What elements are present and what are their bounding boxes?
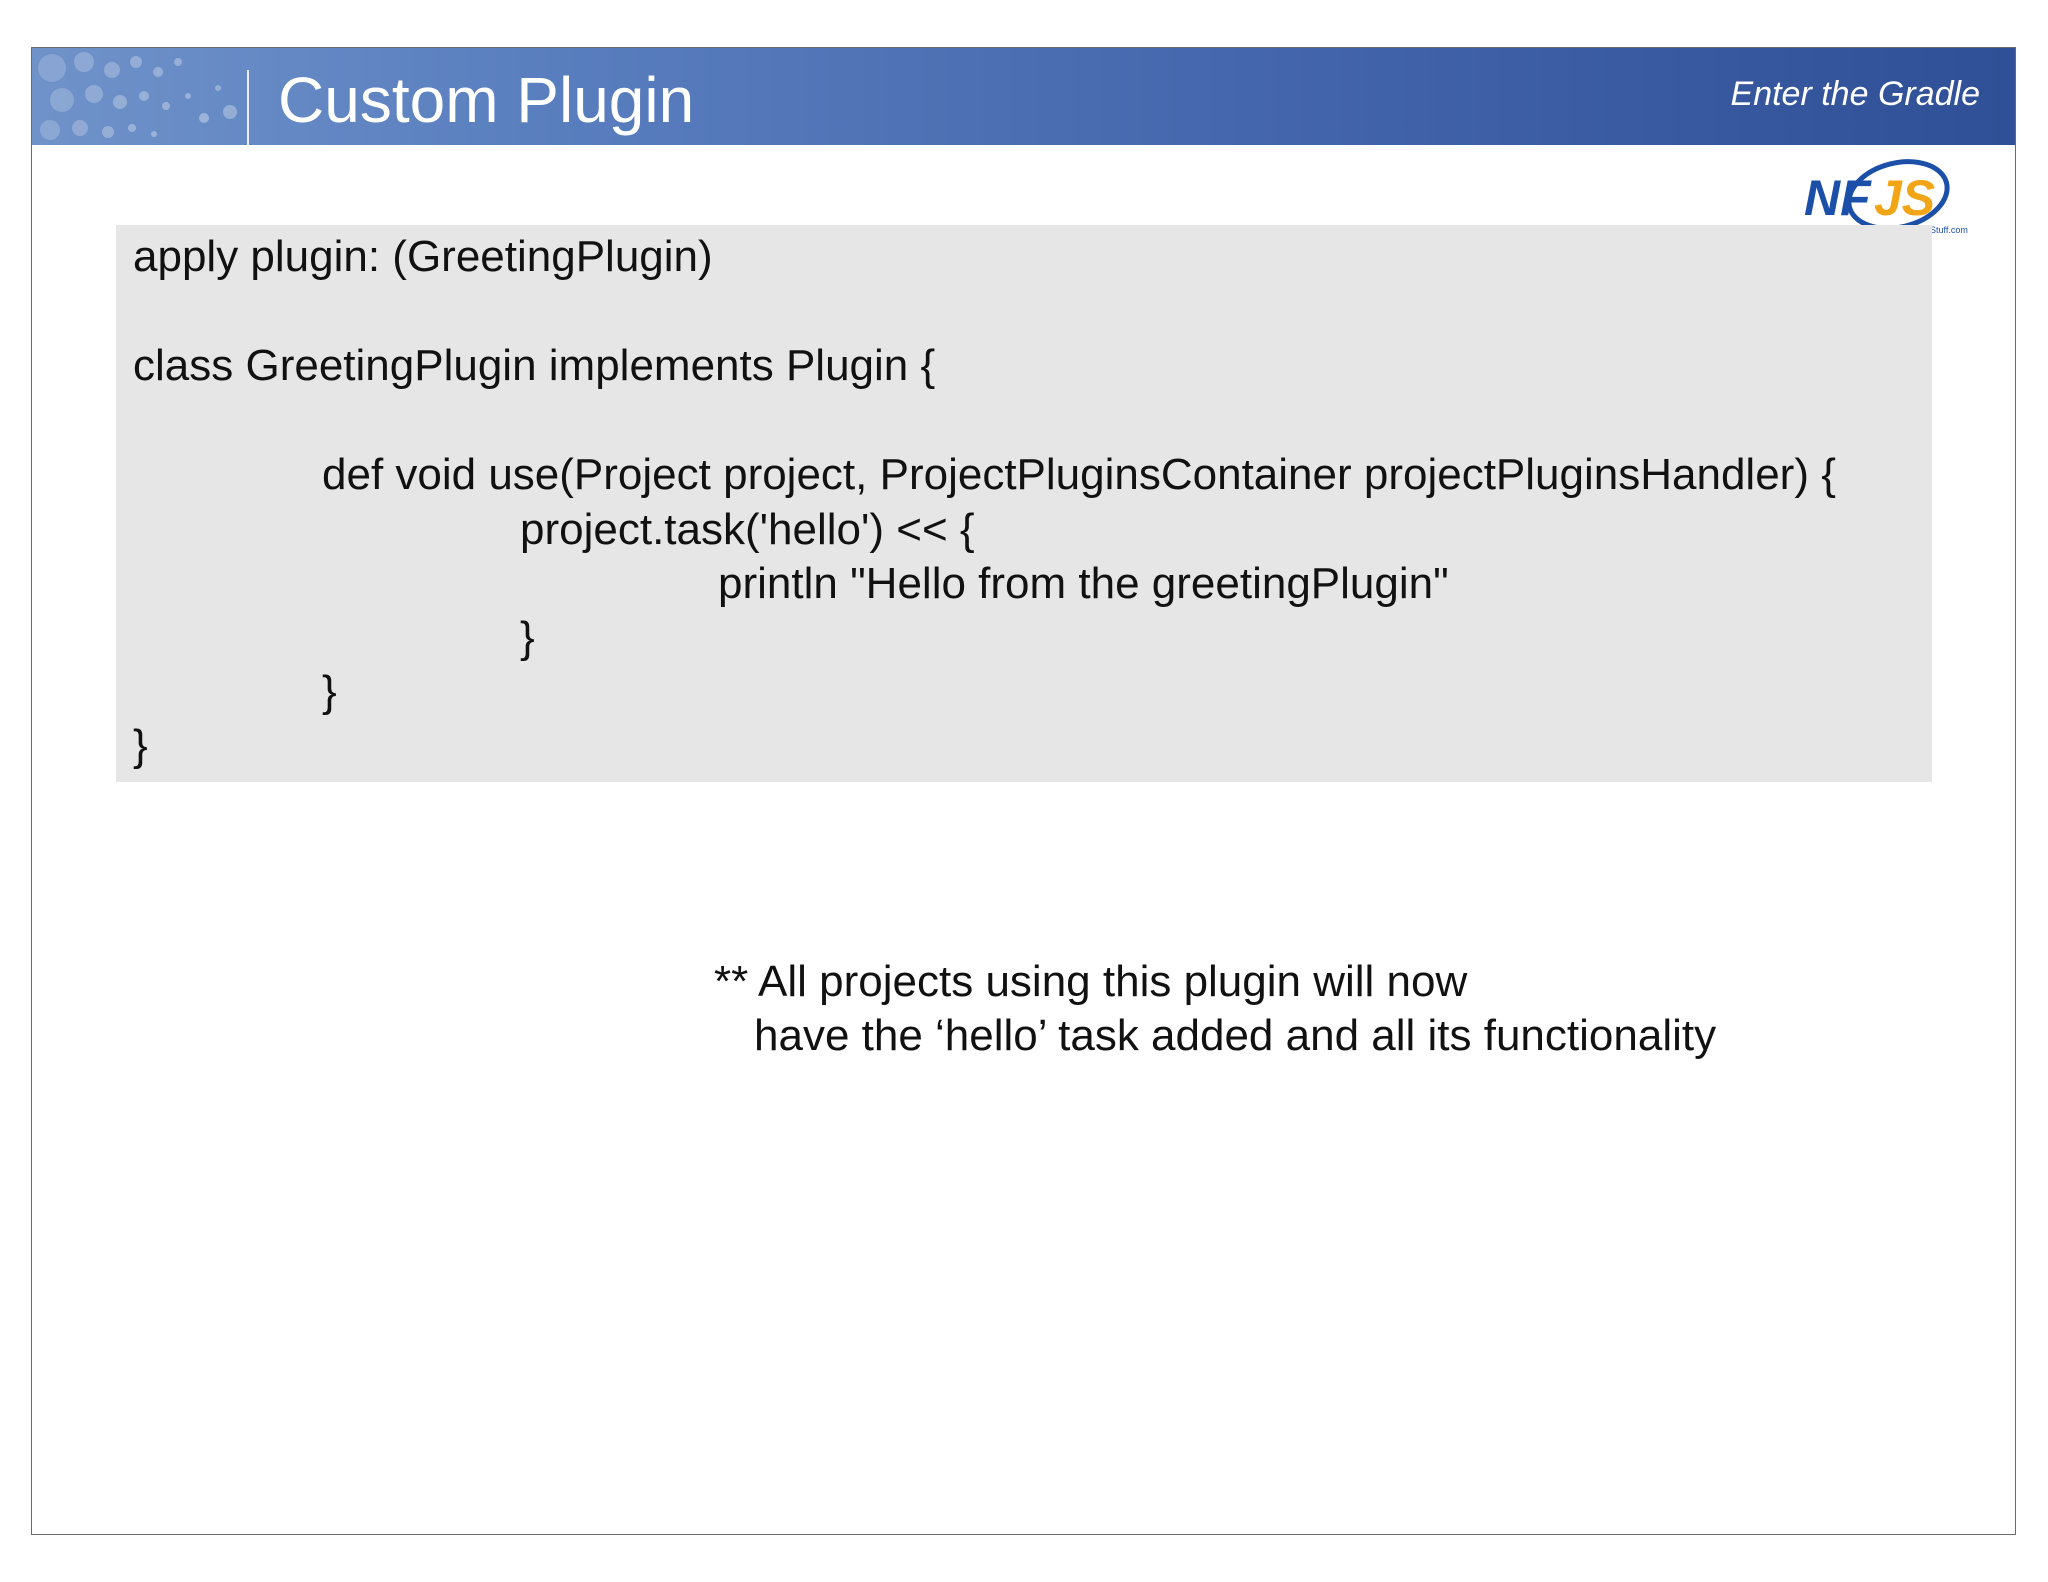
code-line: class GreetingPlugin implements Plugin { bbox=[133, 341, 936, 390]
svg-text:NF: NF bbox=[1804, 170, 1872, 226]
code-block: apply plugin: (GreetingPlugin) class Gre… bbox=[116, 225, 1932, 782]
title-divider bbox=[247, 70, 249, 145]
title-bar: Custom Plugin Enter the Gradle bbox=[32, 48, 2015, 145]
code-line: } bbox=[133, 721, 148, 770]
svg-text:JS: JS bbox=[1874, 170, 1935, 226]
code-line: } bbox=[322, 667, 337, 716]
svg-text:Stuff.com: Stuff.com bbox=[1930, 225, 1968, 235]
code-line: project.task('hello') << { bbox=[520, 505, 975, 554]
code-line: println "Hello from the greetingPlugin" bbox=[718, 559, 1449, 608]
slide-title: Custom Plugin bbox=[278, 64, 695, 136]
note-line-2: have the ‘hello’ task added and all its … bbox=[754, 1011, 1717, 1060]
code-line: def void use(Project project, ProjectPlu… bbox=[322, 450, 1836, 499]
deck-title: Enter the Gradle bbox=[1730, 75, 1980, 113]
slide: Custom Plugin Enter the Gradle NF JS Stu… bbox=[31, 47, 2016, 1535]
bubble-decoration-icon bbox=[38, 52, 237, 140]
note-line-1: ** All projects using this plugin will n… bbox=[714, 957, 1468, 1006]
code-line: } bbox=[520, 613, 535, 662]
code-line: apply plugin: (GreetingPlugin) bbox=[133, 232, 713, 281]
